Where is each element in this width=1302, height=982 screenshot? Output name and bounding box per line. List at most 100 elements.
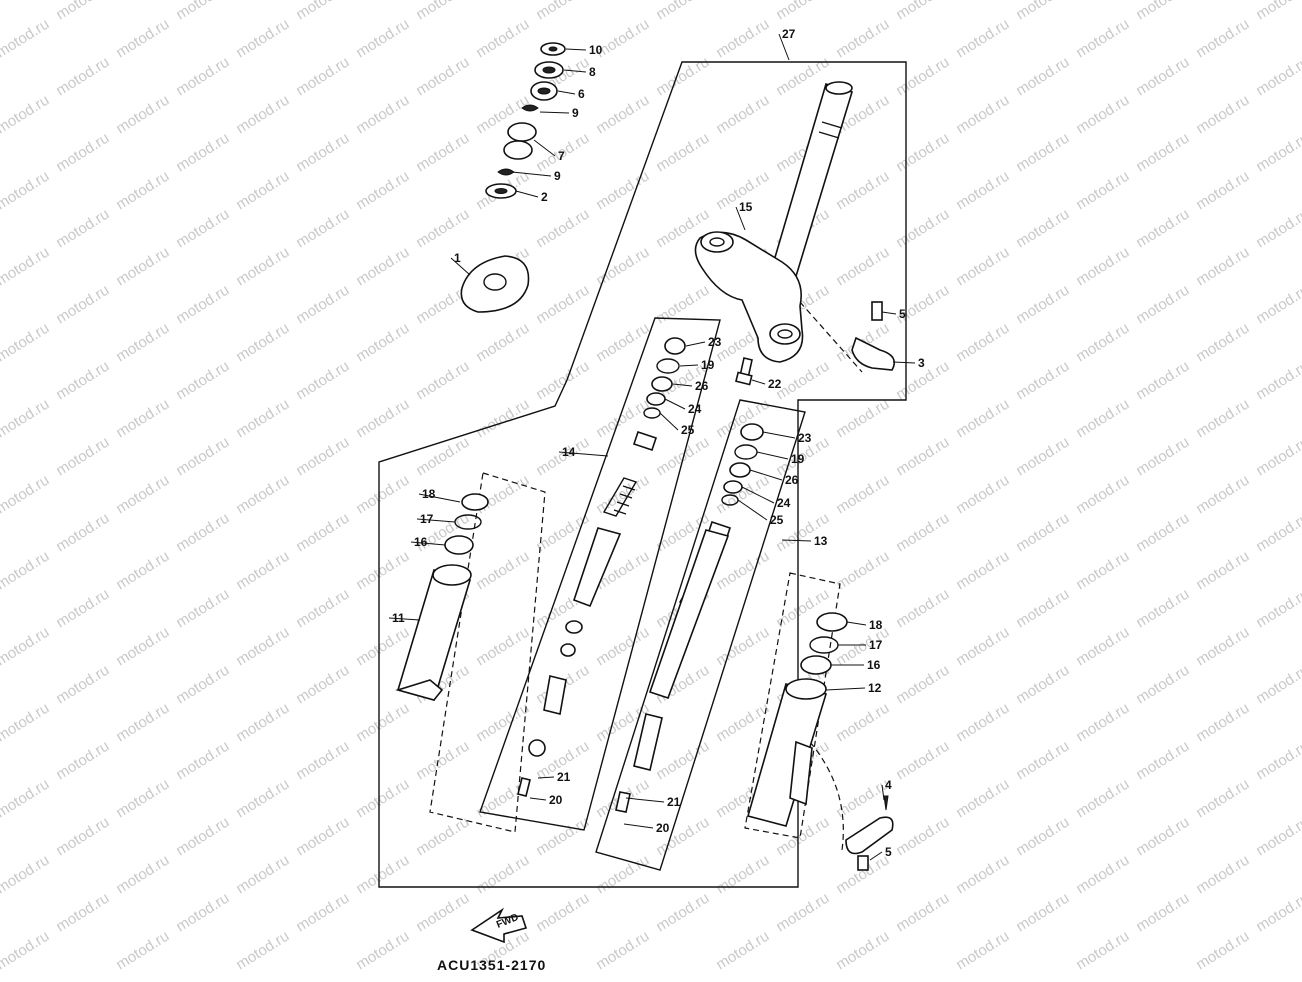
watermark-text: motod.ru [53, 890, 112, 936]
inner-tube-frame-right [595, 399, 806, 871]
watermark-text: motod.ru [233, 776, 292, 822]
watermark-text: motod.ru [953, 168, 1012, 214]
watermark-text: motod.ru [773, 890, 832, 936]
watermark-text: motod.ru [533, 358, 592, 404]
watermark-text: motod.ru [1013, 662, 1072, 708]
leader-line [450, 257, 471, 276]
watermark-text: motod.ru [1073, 624, 1132, 670]
watermark-text: motod.ru [893, 434, 952, 480]
watermark-text: motod.ru [713, 92, 772, 138]
leader-line [388, 617, 421, 621]
watermark-text: motod.ru [1073, 92, 1132, 138]
part-26-right [729, 462, 751, 478]
watermark-text: motod.ru [833, 700, 892, 746]
watermark-text: motod.ru [173, 54, 232, 100]
watermark-text: motod.ru [893, 662, 952, 708]
watermark-text: motod.ru [113, 548, 172, 594]
watermark-text: motod.ru [953, 776, 1012, 822]
watermark-text: motod.ru [113, 16, 172, 62]
callout-15: 15 [739, 200, 753, 214]
watermark-text: motod.ru [1013, 738, 1072, 784]
part-7-upper [507, 122, 537, 142]
callout-4: 4 [885, 778, 892, 792]
watermark-text: motod.ru [1193, 244, 1252, 290]
leader-line [756, 451, 789, 460]
watermark-text: motod.ru [1253, 358, 1302, 404]
watermark-text: motod.ru [473, 852, 532, 898]
watermark-text: motod.ru [353, 852, 412, 898]
callout-10: 10 [589, 43, 603, 57]
watermark-text: motod.ru [0, 244, 52, 290]
watermark-text: motod.ru [113, 168, 172, 214]
leader-line [781, 539, 812, 542]
watermark-text: motod.ru [1073, 700, 1132, 746]
watermark-text: motod.ru [173, 738, 232, 784]
watermark-text: motod.ru [1253, 586, 1302, 632]
watermark-text: motod.ru [1073, 396, 1132, 442]
callout-5: 5 [885, 845, 892, 859]
watermark-text: motod.ru [293, 206, 352, 252]
leader-line [751, 379, 766, 385]
watermark-text: motod.ru [653, 434, 712, 480]
watermark-text: motod.ru [473, 396, 532, 442]
watermark-text: motod.ru [1073, 168, 1132, 214]
leader-line [623, 823, 654, 829]
leader-line [685, 341, 706, 347]
part-19-right [734, 444, 758, 460]
watermark-text: motod.ru [833, 168, 892, 214]
watermark-text: motod.ru [0, 776, 52, 822]
inner-tube-left [517, 337, 686, 797]
watermark-text: motod.ru [413, 358, 472, 404]
leader-line [869, 851, 883, 861]
watermark-text: motod.ru [53, 510, 112, 556]
watermark-text: motod.ru [173, 510, 232, 556]
callout-9: 9 [572, 106, 579, 120]
callout-11: 11 [392, 611, 405, 625]
part-4-bracket [845, 816, 894, 855]
watermark-text: motod.ru [893, 54, 952, 100]
watermark-text: motod.ru [353, 16, 412, 62]
watermark-text: motod.ru [1073, 472, 1132, 518]
watermark-text: motod.ru [113, 852, 172, 898]
part-3-bracket [851, 336, 896, 371]
watermark-text: motod.ru [353, 320, 412, 366]
watermark-text: motod.ru [173, 434, 232, 480]
callout-18: 18 [422, 487, 436, 501]
watermark-text: motod.ru [293, 814, 352, 860]
drawing-code: ACU1351-2170 [437, 957, 546, 973]
watermark-text: motod.ru [413, 738, 472, 784]
watermark-text: motod.ru [1253, 510, 1302, 556]
watermark-text: motod.ru [1133, 510, 1192, 556]
watermark-text: motod.ru [233, 168, 292, 214]
leader-line [410, 541, 446, 546]
callout-13: 13 [814, 534, 828, 548]
watermark-text: motod.ru [1253, 814, 1302, 860]
watermark-text: motod.ru [173, 0, 232, 23]
watermark-text: motod.ru [893, 510, 952, 556]
watermark-text: motod.ru [1133, 434, 1192, 480]
leader-line [737, 499, 768, 521]
watermark-text: motod.ru [173, 890, 232, 936]
callout-20: 20 [549, 793, 563, 807]
leader-line [749, 469, 783, 481]
watermark-text: motod.ru [293, 738, 352, 784]
part-16-left [444, 535, 474, 555]
watermark-text: motod.ru [1193, 548, 1252, 594]
watermark-text: motod.ru [713, 472, 772, 518]
watermark-text: motod.ru [1193, 92, 1252, 138]
watermark-text: motod.ru [113, 396, 172, 442]
watermark-text: motod.ru [173, 282, 232, 328]
watermark-text: motod.ru [953, 320, 1012, 366]
watermark-text: motod.ru [533, 0, 592, 23]
watermark-text: motod.ru [0, 928, 52, 974]
watermark-text: motod.ru [653, 130, 712, 176]
watermark-text: motod.ru [1133, 814, 1192, 860]
watermark-text: motod.ru [1073, 776, 1132, 822]
leader-line [679, 364, 699, 367]
watermark-text: motod.ru [0, 472, 52, 518]
watermark-text: motod.ru [653, 890, 712, 936]
watermark-text: motod.ru [0, 700, 52, 746]
watermark-text: motod.ru [353, 776, 412, 822]
leader-line [881, 784, 885, 801]
callout-2: 2 [541, 190, 548, 204]
